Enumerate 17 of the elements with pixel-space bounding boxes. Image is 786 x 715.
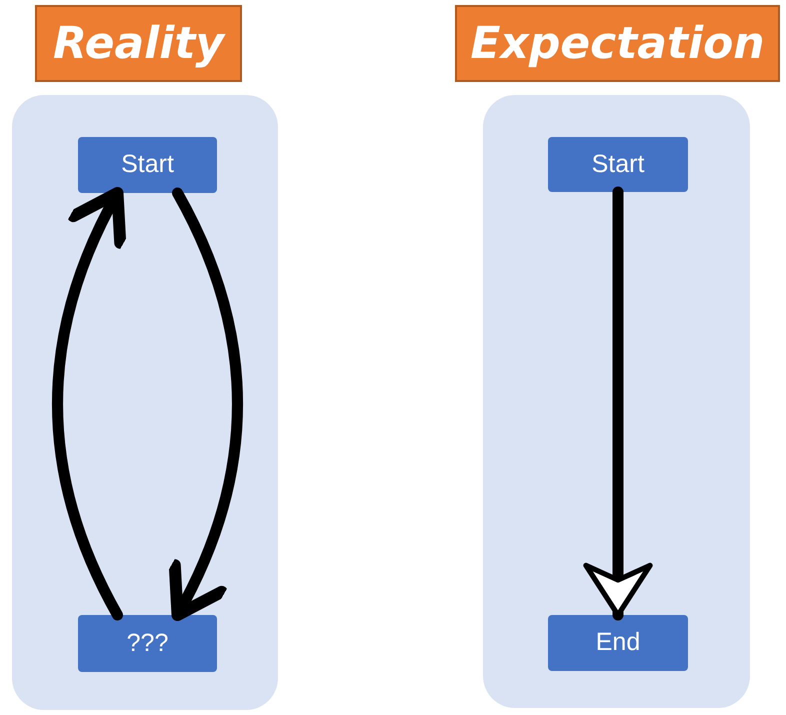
step-box <box>548 615 688 671</box>
title-banner <box>35 5 242 82</box>
title-text: Reality <box>52 22 224 66</box>
step-label: ??? <box>126 628 168 659</box>
step-label: End <box>596 627 640 658</box>
panel-background <box>483 95 750 708</box>
step-label: Start <box>592 148 644 180</box>
arrow <box>583 186 653 620</box>
title-text: Expectation <box>470 22 765 66</box>
step-box <box>78 137 217 193</box>
arrow <box>166 188 243 621</box>
step-box <box>548 137 688 192</box>
arrow <box>52 187 128 620</box>
step-label: Start <box>121 149 174 180</box>
title-banner <box>455 5 780 82</box>
panel-background <box>12 95 278 710</box>
step-box <box>78 615 217 672</box>
